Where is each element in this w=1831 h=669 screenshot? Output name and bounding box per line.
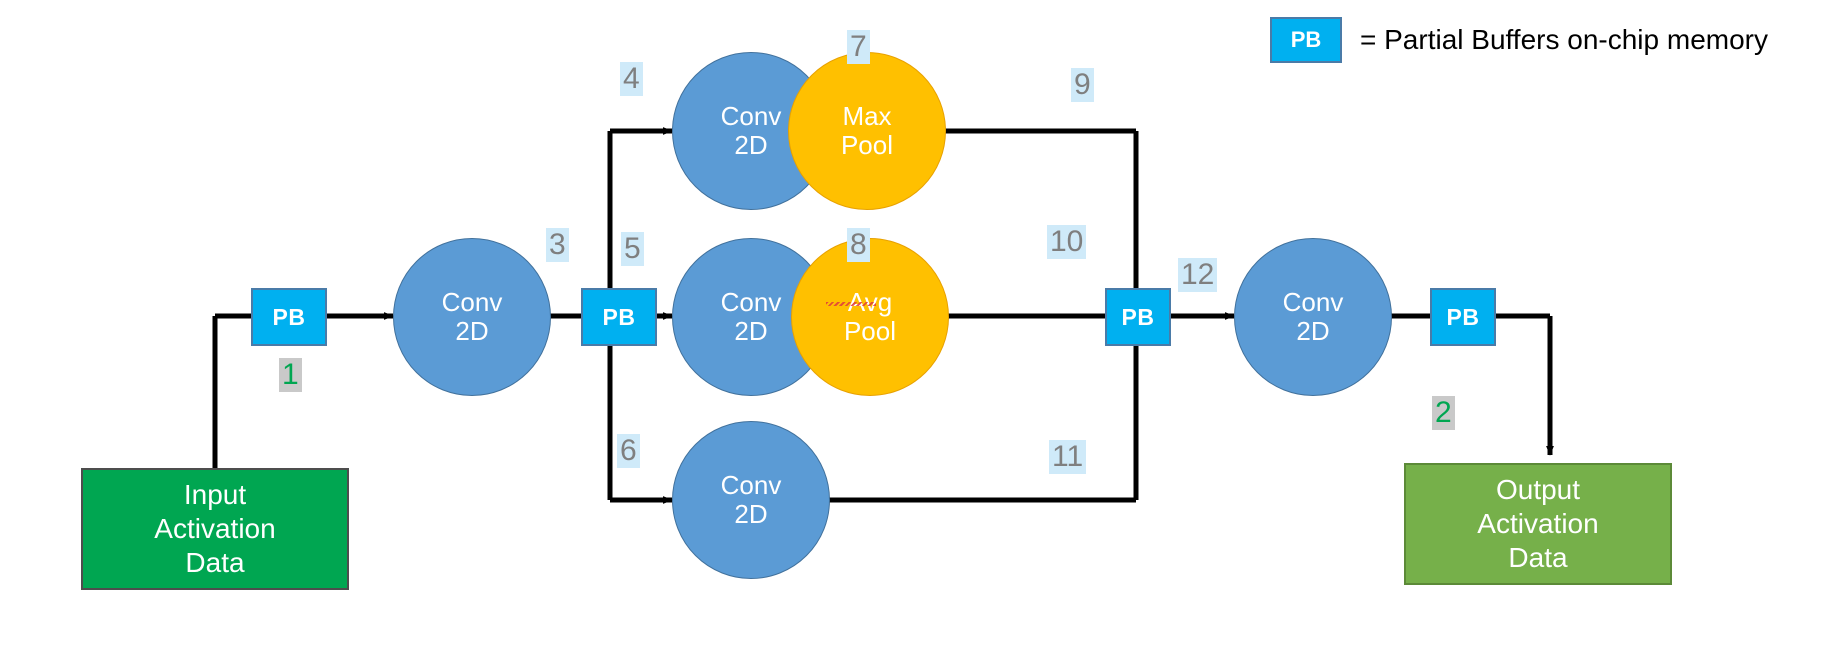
conv-label-line1: Conv — [441, 286, 503, 317]
pb-block-6: PB — [1430, 288, 1496, 346]
conv2d-node-bottom: Conv 2D — [672, 421, 830, 579]
avgpool-node: Avg Pool — [791, 238, 949, 396]
edge-label-11: 11 — [1049, 440, 1087, 474]
maxpool-label-line1: Max — [842, 100, 892, 131]
input-label-line1: Input — [183, 478, 247, 510]
pb-block-1: PB — [251, 288, 327, 346]
input-activation-data-box: Input Activation Data — [81, 468, 349, 590]
legend: PB = Partial Buffers on-chip memory — [1270, 17, 1768, 63]
legend-pb-chip: PB — [1270, 17, 1342, 63]
pb-label: PB — [1121, 303, 1155, 330]
conv-label-line1: Conv — [1282, 286, 1344, 317]
output-label-line1: Output — [1495, 473, 1581, 505]
conv2d-node-output: Conv 2D — [1234, 238, 1392, 396]
conv2d-node-a: Conv 2D — [393, 238, 551, 396]
avgpool-label-line1: Avg — [848, 287, 892, 317]
output-label-line2: Activation — [1477, 507, 1599, 539]
conv-label-line2: 2D — [1296, 316, 1330, 346]
pb-label: PB — [1446, 303, 1480, 330]
edge-label-4: 4 — [620, 62, 643, 96]
conv-label-line2: 2D — [734, 130, 768, 160]
conv-label-line2: 2D — [455, 316, 489, 346]
conv-label-line2: 2D — [734, 316, 768, 346]
edge-label-5: 5 — [621, 232, 644, 266]
legend-pb-label: PB — [1290, 27, 1322, 52]
conv-label-line1: Conv — [720, 286, 782, 317]
output-activation-data-box: Output Activation Data — [1404, 463, 1672, 585]
edge-label-7: 7 — [847, 30, 870, 64]
edge-label-12: 12 — [1178, 258, 1218, 292]
edge-label-10: 10 — [1047, 225, 1087, 259]
spellcheck-underline — [826, 302, 876, 306]
conv-label-line1: Conv — [720, 469, 782, 500]
conv-label-line2: 2D — [734, 499, 768, 529]
input-label-line2: Activation — [154, 512, 276, 544]
edge-label-3: 3 — [546, 228, 569, 262]
edge-label-9: 9 — [1071, 68, 1094, 102]
maxpool-label-line2: Pool — [840, 130, 894, 160]
edge-label-8: 8 — [847, 228, 870, 262]
avgpool-label-line2: Pool — [843, 316, 897, 346]
edge-label-1: 1 — [279, 358, 302, 392]
edge-label-2: 2 — [1432, 396, 1455, 430]
edge-label-6: 6 — [617, 434, 640, 468]
input-label-line3: Data — [185, 547, 245, 579]
pb-block-2: PB — [581, 288, 657, 346]
conv-label-line1: Conv — [720, 100, 782, 131]
maxpool-node: Max Pool — [788, 52, 946, 210]
legend-description: = Partial Buffers on-chip memory — [1360, 24, 1768, 55]
pb-label: PB — [602, 303, 636, 330]
output-label-line3: Data — [1508, 542, 1568, 574]
pb-block-5-merge: PB — [1105, 288, 1171, 346]
pb-label: PB — [272, 303, 306, 330]
